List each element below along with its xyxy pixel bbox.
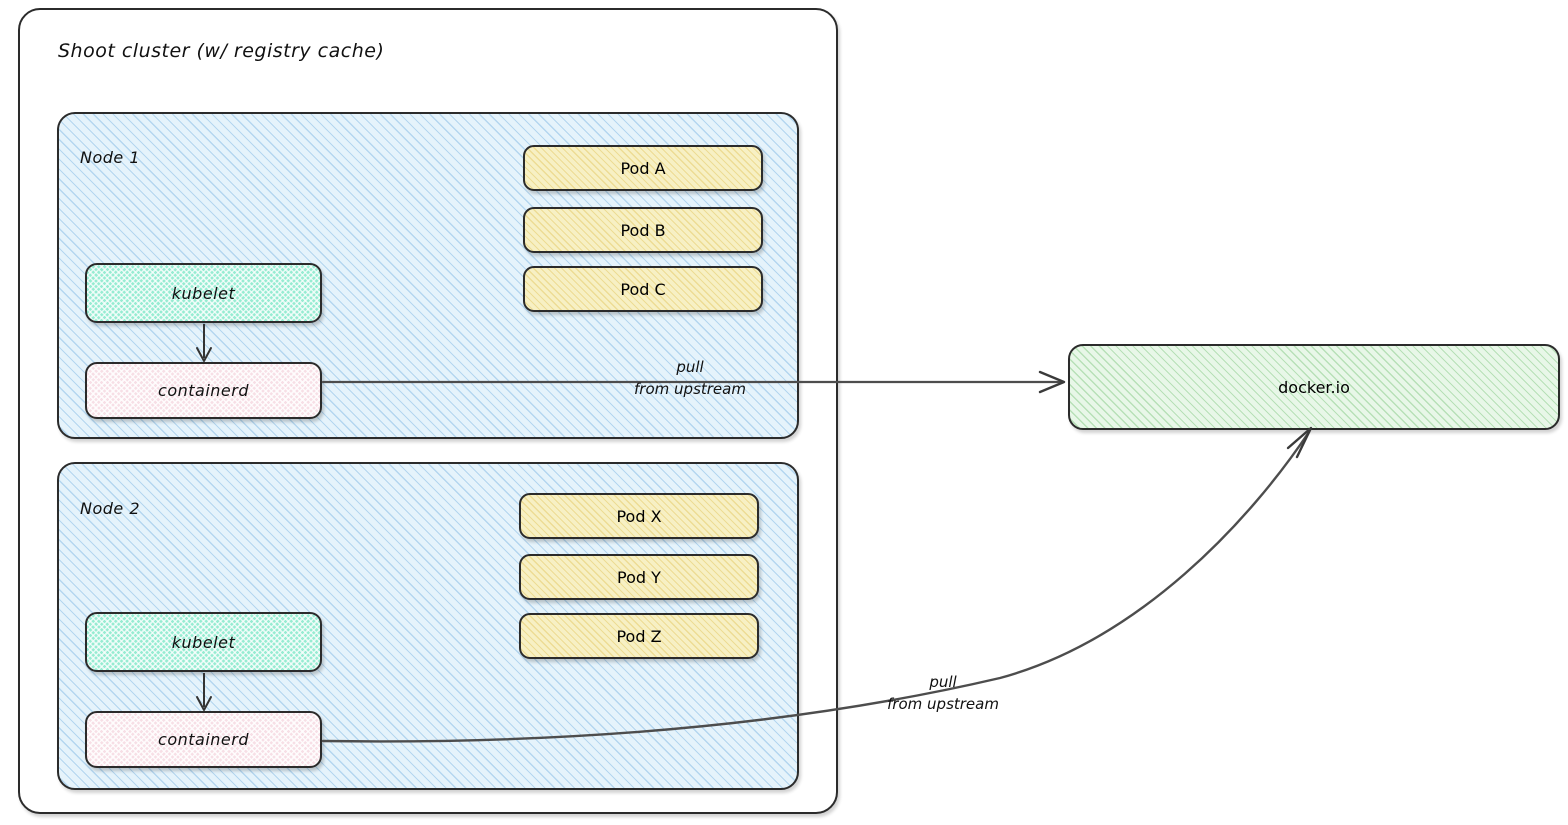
node-2-containerd-box: containerd bbox=[85, 711, 322, 768]
edge-label-pull-from-upstream-2: pull from upstream bbox=[858, 672, 1028, 716]
node-2-pod-z-label: Pod Z bbox=[616, 626, 662, 646]
edge-label-2-line-1: pull bbox=[929, 673, 957, 691]
node-2-containerd-label: containerd bbox=[158, 730, 249, 749]
node-2-pod-x: Pod X bbox=[519, 493, 759, 539]
node-1-containerd-label: containerd bbox=[158, 381, 249, 400]
node-1-containerd-box: containerd bbox=[85, 362, 322, 419]
node-1-pod-b: Pod B bbox=[523, 207, 763, 253]
docker-io-registry-box: docker.io bbox=[1068, 344, 1560, 430]
node-1-pod-a-label: Pod A bbox=[620, 158, 666, 178]
node-1-kubelet-box: kubelet bbox=[85, 263, 322, 323]
node-1-title: Node 1 bbox=[80, 148, 141, 167]
node-1-pod-a: Pod A bbox=[523, 145, 763, 191]
node-1-pod-c-label: Pod C bbox=[620, 279, 666, 299]
node-2-kubelet-box: kubelet bbox=[85, 612, 322, 672]
node-2-pod-y-label: Pod Y bbox=[617, 567, 661, 587]
node-1-pod-c: Pod C bbox=[523, 266, 763, 312]
node-2-pod-z: Pod Z bbox=[519, 613, 759, 659]
edge-label-1-line-1: pull bbox=[676, 358, 704, 376]
node-2-kubelet-label: kubelet bbox=[171, 632, 236, 652]
node-2-pod-y: Pod Y bbox=[519, 554, 759, 600]
edge-label-pull-from-upstream-1: pull from upstream bbox=[610, 357, 770, 401]
node-1-kubelet-label: kubelet bbox=[171, 283, 236, 303]
edge-label-2-line-2: from upstream bbox=[887, 694, 999, 713]
node-2-pod-x-label: Pod X bbox=[616, 506, 662, 526]
edge-label-1-line-2: from upstream bbox=[634, 379, 746, 398]
shoot-cluster-title: Shoot cluster (w/ registry cache) bbox=[58, 40, 385, 62]
docker-io-registry-label: docker.io bbox=[1278, 377, 1350, 397]
node-2-title: Node 2 bbox=[80, 499, 141, 518]
node-1-pod-b-label: Pod B bbox=[620, 220, 666, 240]
